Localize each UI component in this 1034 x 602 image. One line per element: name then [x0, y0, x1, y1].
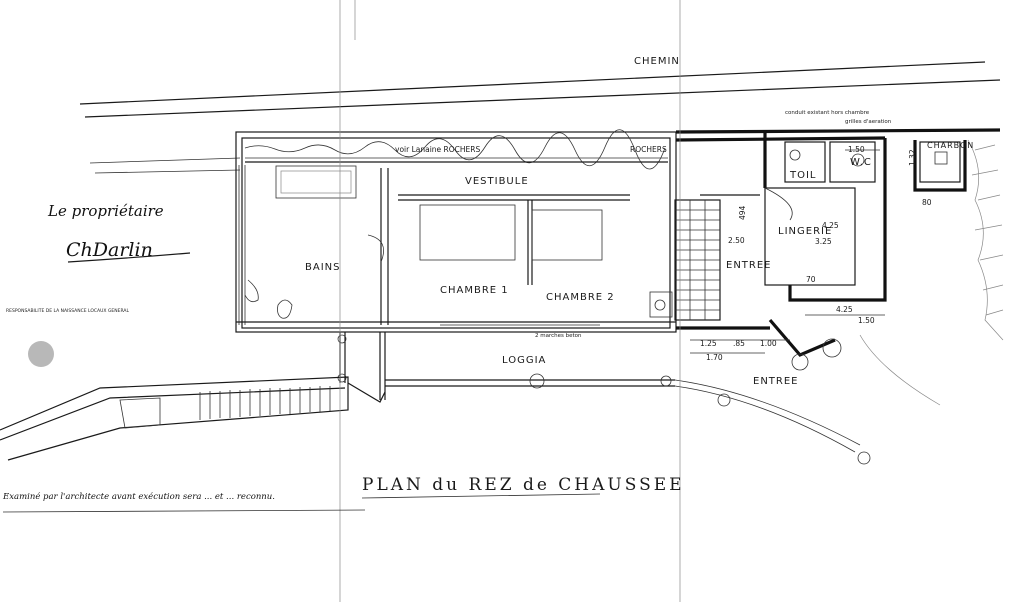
- room-bains: BAINS: [305, 262, 340, 273]
- loggia: [337, 332, 871, 465]
- top-note-2: grilles d'aeration: [845, 119, 892, 125]
- room-entree-outer: ENTREE: [753, 376, 799, 387]
- left-small-note: RESPONSABILITE DE LA NAISSANCE LOCAUX GE…: [6, 308, 130, 314]
- bottom-small-note: 2 marches beton: [535, 333, 582, 339]
- rock-label: voir Lanaine ROCHERS: [395, 145, 480, 154]
- dim-132: 1.32: [908, 149, 917, 166]
- sheet-folds: [339, 0, 681, 602]
- dim-125: 1.25: [700, 339, 717, 348]
- dim-170: 1.70: [706, 353, 723, 362]
- road-lines: [79, 61, 1001, 174]
- exterior-stair: [0, 376, 386, 461]
- punch-hole: [28, 341, 54, 367]
- footer-note: Examiné par l'architecte avant exécution…: [2, 491, 275, 502]
- plan-title: PLAN du REZ de CHAUSSEE: [362, 475, 685, 495]
- dim-494: 494: [738, 205, 747, 220]
- top-note: conduit existant hors chambre: [785, 110, 870, 116]
- rock-hatching: [859, 139, 1004, 406]
- dim-425b: 4.25: [836, 305, 853, 314]
- dim-080: 80: [922, 198, 932, 207]
- dim-250: 2.50: [728, 236, 745, 245]
- room-charbon: CHARBON: [927, 141, 974, 150]
- signature: ChDarlin: [66, 239, 153, 261]
- dim-150a: 1.50: [848, 145, 865, 154]
- dim-070: 70: [806, 275, 816, 284]
- dim-085: .85: [733, 339, 745, 348]
- room-loggia: LOGGIA: [502, 355, 546, 366]
- room-vestibule: VESTIBULE: [465, 176, 529, 187]
- room-entree-inner: ENTREE: [726, 260, 772, 271]
- title-underline: [361, 493, 601, 499]
- dimension-lines: [690, 149, 885, 354]
- road-label: CHEMIN: [634, 56, 680, 67]
- dim-150b: 1.50: [858, 316, 875, 325]
- staircase: [674, 199, 721, 321]
- dim-100: 1.00: [760, 339, 777, 348]
- room-lingerie: LINGERIE: [778, 226, 832, 237]
- rock-label-right: ROCHERS: [630, 145, 667, 154]
- room-chambre-2: CHAMBRE 2: [546, 292, 615, 303]
- signature-underline: [67, 252, 191, 263]
- service-block: [649, 128, 1001, 371]
- room-toil: TOIL: [789, 170, 817, 181]
- signature-caption: Le propriétaire: [47, 202, 164, 220]
- room-wc: W.C: [850, 157, 872, 168]
- building-outline: [235, 129, 677, 333]
- room-chambre-1: CHAMBRE 1: [440, 285, 509, 296]
- footer-underline: [2, 509, 366, 513]
- dim-325: 3.25: [815, 237, 832, 246]
- dim-425: 4.25: [822, 221, 839, 230]
